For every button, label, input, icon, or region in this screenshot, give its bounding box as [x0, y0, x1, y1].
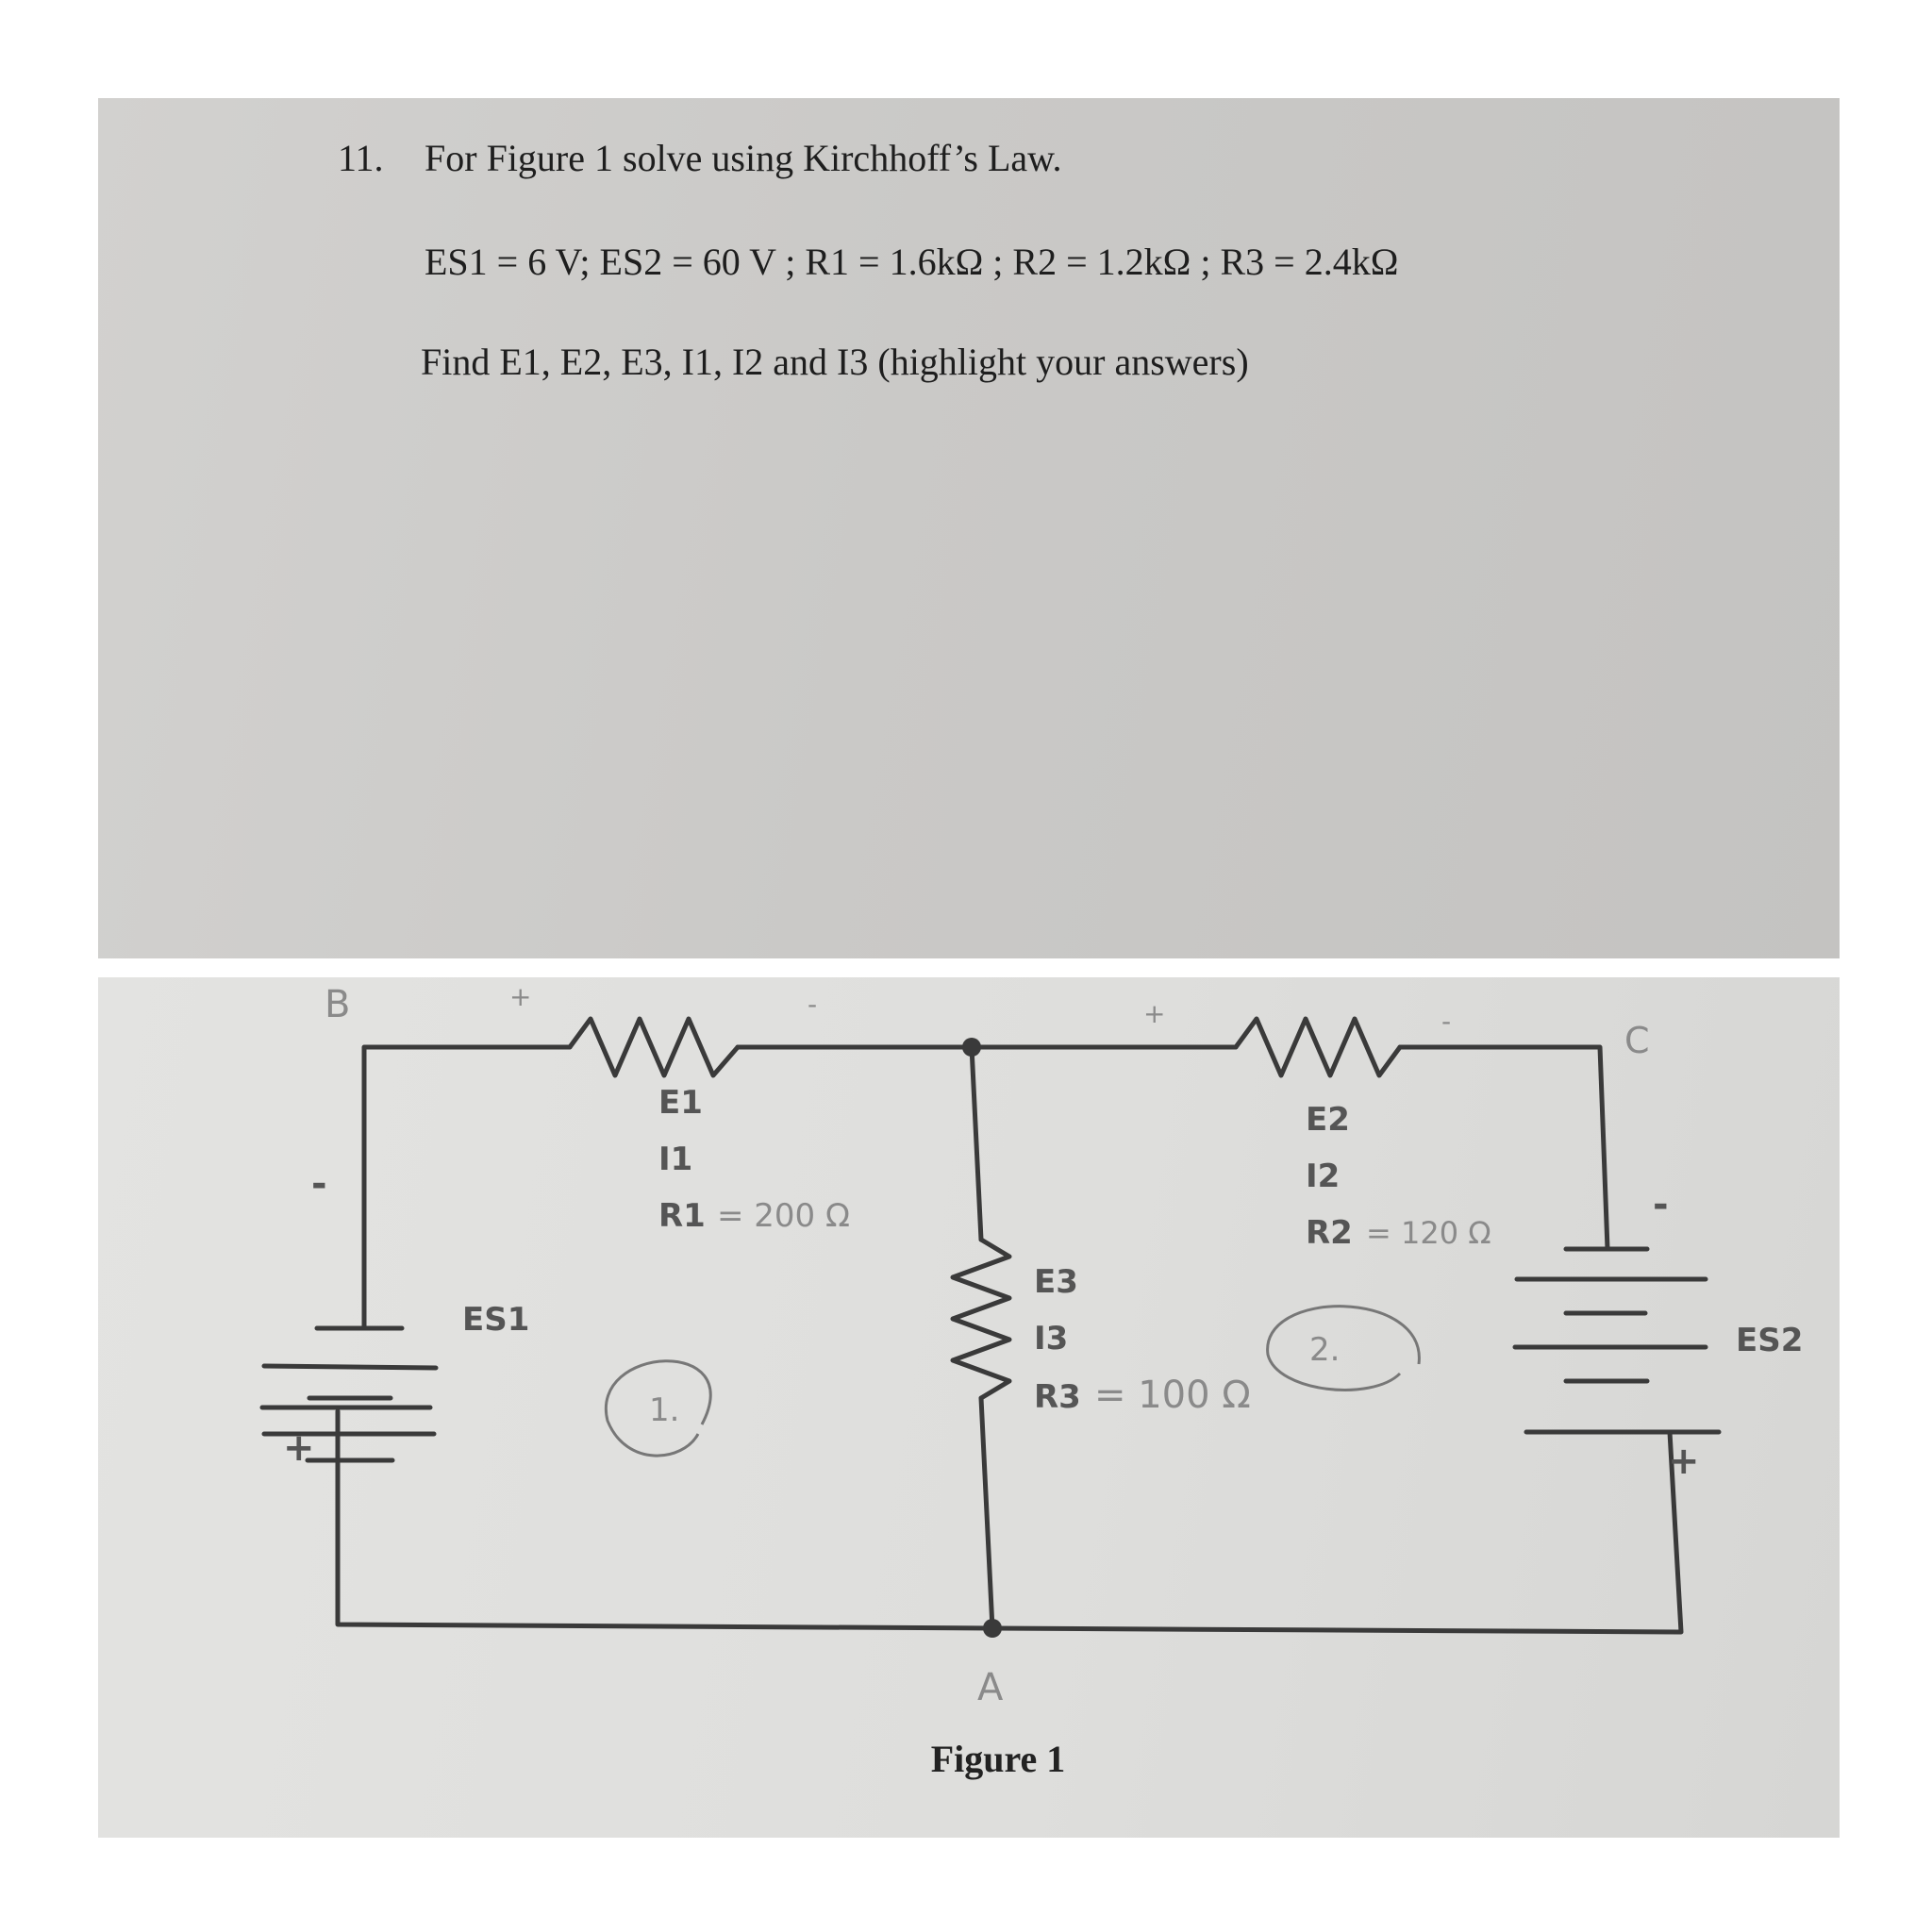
- es1-negative-sign: -: [311, 1162, 327, 1206]
- given-values: ES1 = 6 V; ES2 = 60 V ; R1 = 1.6kΩ ; R2 …: [425, 241, 1399, 283]
- resistor-r3: [950, 1237, 1012, 1401]
- r1-polarity-plus: +: [509, 981, 531, 1012]
- wire-middle-lower: [978, 1395, 995, 1631]
- r2-label: R2: [1306, 1214, 1353, 1252]
- es2-negative-sign: -: [1653, 1183, 1669, 1226]
- battery-es1: [259, 1325, 439, 1463]
- es1-positive-sign: +: [283, 1426, 315, 1470]
- node-c-label: C: [1624, 1020, 1650, 1061]
- figure-panel: E1 I1 R1 = 200 Ω E2 I2 R2 = 120 Ω E3 I3 …: [98, 977, 1840, 1838]
- es2-positive-sign: +: [1668, 1440, 1700, 1483]
- resistor-r1: [567, 1016, 741, 1078]
- r1-label: R1: [658, 1197, 706, 1235]
- question-title: For Figure 1 solve using Kirchhoff’s Law…: [425, 137, 1062, 179]
- question-number: 11.: [338, 137, 384, 179]
- r3-label: R3: [1034, 1378, 1081, 1416]
- resistor-r2: [1233, 1016, 1403, 1078]
- node-b-label: B: [325, 983, 350, 1026]
- r2-polarity-plus: +: [1143, 998, 1165, 1029]
- es1-label: ES1: [462, 1301, 529, 1339]
- wire-middle-upper: [969, 1044, 984, 1242]
- e2-label: E2: [1306, 1101, 1350, 1139]
- circuit-diagram: E1 I1 R1 = 200 Ω E2 I2 R2 = 120 Ω E3 I3 …: [259, 981, 1803, 1780]
- wire-top-left: [361, 1044, 573, 1331]
- i3-label: I3: [1034, 1320, 1068, 1357]
- e3-label: E3: [1034, 1263, 1078, 1301]
- e1-label: E1: [658, 1084, 703, 1122]
- node-a-label: A: [977, 1666, 1004, 1709]
- question-panel: 11. For Figure 1 solve using Kirchhoff’s…: [98, 98, 1840, 958]
- wire-top-right: [969, 1044, 1610, 1252]
- i1-label: I1: [658, 1141, 692, 1178]
- junction-bottom: [983, 1619, 1002, 1638]
- i2-label: I2: [1306, 1158, 1340, 1195]
- wire-bottom: [335, 1408, 1684, 1635]
- r1-value-note: = 200 Ω: [717, 1197, 850, 1235]
- loop-1-arrow: [604, 1359, 712, 1457]
- battery-es2: [1512, 1246, 1722, 1435]
- junction-top: [962, 1038, 981, 1057]
- r3-value-note: = 100 Ω: [1094, 1374, 1251, 1417]
- question-task: Find E1, E2, E3, I1, I2 and I3 (highligh…: [421, 341, 1249, 383]
- figure-caption: Figure 1: [931, 1738, 1066, 1780]
- loop-2-arrow: [1266, 1305, 1421, 1391]
- r1-polarity-minus: -: [808, 989, 817, 1020]
- loop-2-label: 2.: [1309, 1331, 1340, 1369]
- loop-1-label: 1.: [649, 1391, 679, 1429]
- r2-value-note: = 120 Ω: [1366, 1215, 1491, 1251]
- es2-label: ES2: [1736, 1322, 1803, 1359]
- r2-polarity-minus: -: [1441, 1006, 1451, 1037]
